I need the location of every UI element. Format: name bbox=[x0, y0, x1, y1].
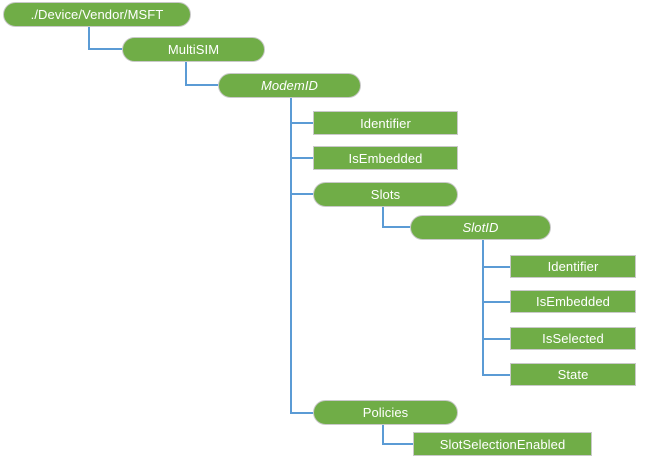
node-multisim[interactable]: MultiSIM bbox=[122, 37, 265, 62]
connector-slots-to-slotid-horizontal bbox=[382, 226, 412, 228]
connector-slotid-trunk bbox=[482, 240, 484, 375]
connector-multisim-to-modemid-vertical bbox=[185, 62, 187, 86]
connector-multisim-to-modemid-horizontal bbox=[185, 84, 219, 86]
node-slot-state[interactable]: State bbox=[510, 363, 636, 386]
node-slot-identifier[interactable]: Identifier bbox=[510, 255, 636, 278]
node-modem-identifier[interactable]: Identifier bbox=[313, 111, 458, 135]
connector-slotid-to-state bbox=[482, 374, 511, 376]
connector-slotid-to-identifier bbox=[482, 266, 511, 268]
connector-modemid-trunk bbox=[290, 98, 292, 414]
node-device-vendor-msft[interactable]: ./Device/Vendor/MSFT bbox=[3, 2, 191, 27]
node-modem-isembedded[interactable]: IsEmbedded bbox=[313, 146, 458, 170]
node-slotselectionenabled[interactable]: SlotSelectionEnabled bbox=[413, 432, 592, 456]
node-slot-isselected[interactable]: IsSelected bbox=[510, 327, 636, 350]
connector-modemid-to-policies bbox=[290, 412, 314, 414]
connector-slots-to-slotid-vertical bbox=[382, 206, 384, 228]
connector-slotid-to-isembedded bbox=[482, 301, 511, 303]
node-policies[interactable]: Policies bbox=[313, 400, 458, 425]
node-slots[interactable]: Slots bbox=[313, 182, 458, 207]
node-slot-isembedded[interactable]: IsEmbedded bbox=[510, 290, 636, 313]
connector-slotid-to-isselected bbox=[482, 338, 511, 340]
connector-root-to-multisim-horizontal bbox=[88, 48, 123, 50]
connector-modemid-to-identifier bbox=[290, 122, 314, 124]
connector-modemid-to-isembedded bbox=[290, 157, 314, 159]
node-modemid[interactable]: ModemID bbox=[218, 73, 361, 98]
connector-modemid-to-slots bbox=[290, 193, 314, 195]
connector-policies-to-slotselectionenabled-horizontal bbox=[382, 443, 414, 445]
connector-policies-to-slotselectionenabled-vertical bbox=[382, 424, 384, 444]
node-slotid[interactable]: SlotID bbox=[410, 215, 551, 240]
connector-root-to-multisim-vertical bbox=[88, 26, 90, 50]
